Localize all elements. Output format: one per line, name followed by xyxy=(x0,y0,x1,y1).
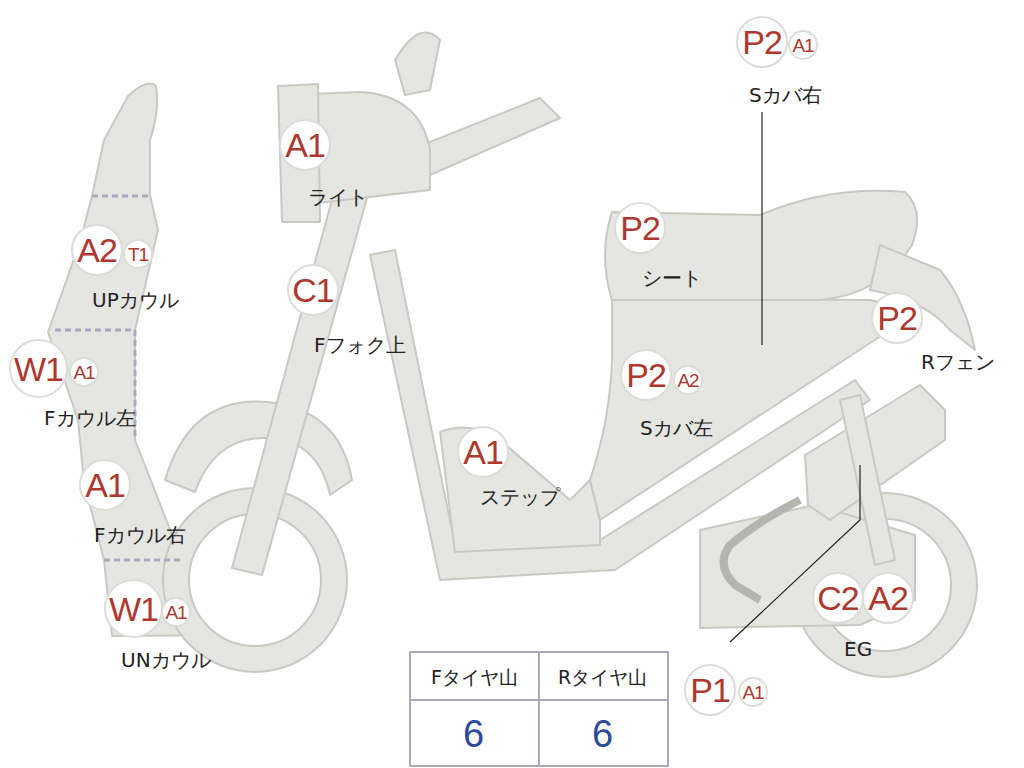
damage-code: P2 xyxy=(742,25,782,59)
table-value: 6 xyxy=(592,714,613,756)
damage-code: A1 xyxy=(165,603,186,622)
part-name: UPカウル xyxy=(92,289,179,311)
shock xyxy=(840,395,895,565)
part-name: Fカウル左 xyxy=(44,407,136,429)
callout-circle: A2 xyxy=(862,572,914,624)
damage-code: W1 xyxy=(109,592,158,626)
part-name: ステップ xyxy=(480,486,560,508)
table-grid xyxy=(410,652,668,766)
damage-code: A2 xyxy=(77,233,117,267)
seat xyxy=(605,191,917,300)
damage-code: C1 xyxy=(292,273,333,307)
callout-circle: A1 xyxy=(161,597,191,627)
damage-code: P2 xyxy=(620,211,660,245)
exhaust-pipe xyxy=(724,500,800,600)
callout-circle: A2 xyxy=(673,365,703,395)
damage-code: A1 xyxy=(85,468,125,502)
damage-code: A2 xyxy=(677,371,698,390)
damage-code: P2 xyxy=(877,301,917,335)
part-name: Fフォク上 xyxy=(314,334,406,356)
step xyxy=(440,428,600,553)
leader-line xyxy=(761,112,762,345)
damage-code: C2 xyxy=(817,581,858,615)
part-name: Fカウル右 xyxy=(94,524,186,546)
cowl-seam xyxy=(104,559,182,562)
handlebar xyxy=(410,98,560,175)
callout-circle: T1 xyxy=(123,239,153,269)
callout-circle: P2 xyxy=(736,16,788,68)
damage-code: P1 xyxy=(690,673,730,707)
damage-code: A1 xyxy=(463,435,503,469)
mirror xyxy=(395,32,440,95)
table-header: Rタイヤ山 xyxy=(558,667,647,688)
callout-circle: C2 xyxy=(812,572,864,624)
part-name: ライト xyxy=(308,186,368,208)
damage-code: A1 xyxy=(73,363,94,382)
table-header: Fタイヤ山 xyxy=(431,667,518,688)
table-frame xyxy=(410,652,668,766)
callout-circle: A1 xyxy=(738,677,768,707)
table-value: 6 xyxy=(463,714,484,756)
part-name: EG xyxy=(844,638,872,660)
damage-code: W1 xyxy=(14,352,63,386)
callout-circle: W1 xyxy=(104,579,163,638)
callout-circle: A2 xyxy=(71,224,123,276)
rear-fender xyxy=(870,245,975,350)
damage-code: A1 xyxy=(285,128,325,162)
callout-circle: C1 xyxy=(287,264,339,316)
damage-code: A1 xyxy=(792,36,813,55)
damage-code: T1 xyxy=(128,245,148,264)
damage-code: A2 xyxy=(868,581,908,615)
part-name: シート xyxy=(642,267,702,289)
damage-code: A1 xyxy=(742,683,763,702)
part-name: Rフェン xyxy=(921,351,995,373)
front-fork xyxy=(232,170,372,575)
callout-circle: W1 xyxy=(9,339,68,398)
callout-circle: A1 xyxy=(69,357,99,387)
callout-circle: A1 xyxy=(79,459,131,511)
part-name: Sカバ右 xyxy=(749,84,822,106)
callout-circle: P1 xyxy=(684,664,736,716)
damage-code: P2 xyxy=(626,358,666,392)
callout-circle: A1 xyxy=(279,119,331,171)
callout-circle: A1 xyxy=(788,30,818,60)
callout-circle: P2 xyxy=(614,202,666,254)
part-name: Sカバ左 xyxy=(640,417,713,439)
callout-circle: P2 xyxy=(620,349,672,401)
part-name: UNカウル xyxy=(121,649,211,671)
callout-circle: A1 xyxy=(457,426,509,478)
cowl-seam xyxy=(92,195,150,198)
callout-circle: P2 xyxy=(871,292,923,344)
